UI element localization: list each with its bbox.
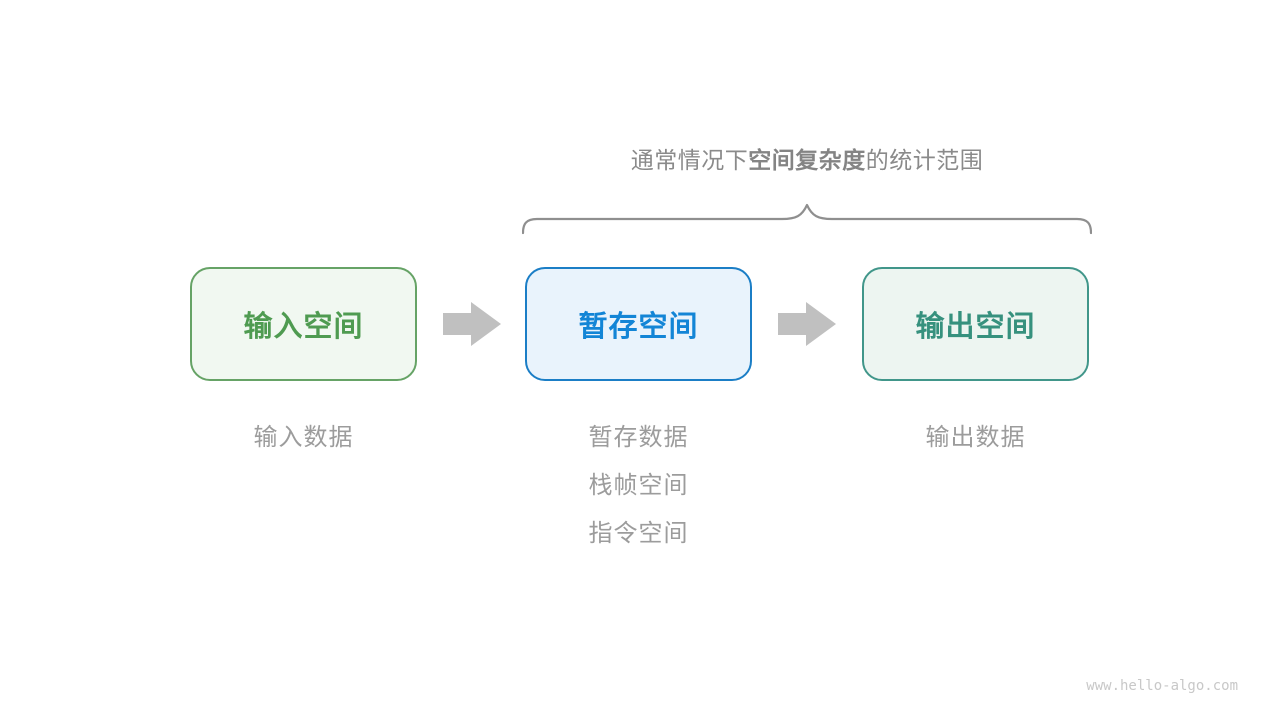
curly-brace-icon: [522, 203, 1092, 235]
temp-space-sublabel-1: 暂存数据: [588, 424, 689, 451]
right-arrow-icon: [778, 302, 836, 346]
scope-annotation-title: 通常情况下空间复杂度的统计范围: [522, 146, 1092, 174]
input-space-sublabel: 输入数据: [253, 424, 354, 451]
input-space-label: 输入空间: [243, 311, 364, 343]
temp-space-box: 暂存空间: [525, 267, 752, 381]
watermark: www.hello-algo.com: [1086, 678, 1238, 694]
temp-space-label: 暂存空间: [578, 311, 699, 343]
right-arrow-icon: [443, 302, 501, 346]
output-space-sublabel: 输出数据: [925, 424, 1026, 451]
input-space-box: 输入空间: [190, 267, 417, 381]
output-space-box: 输出空间: [862, 267, 1089, 381]
temp-space-sublabel-3: 指令空间: [588, 520, 689, 547]
annotation-prefix: 通常情况下: [630, 147, 749, 173]
temp-space-sublabel-2: 栈帧空间: [588, 472, 689, 499]
annotation-suffix: 的统计范围: [865, 147, 984, 173]
annotation-emphasis: 空间复杂度: [748, 147, 866, 173]
output-space-label: 输出空间: [915, 311, 1036, 343]
